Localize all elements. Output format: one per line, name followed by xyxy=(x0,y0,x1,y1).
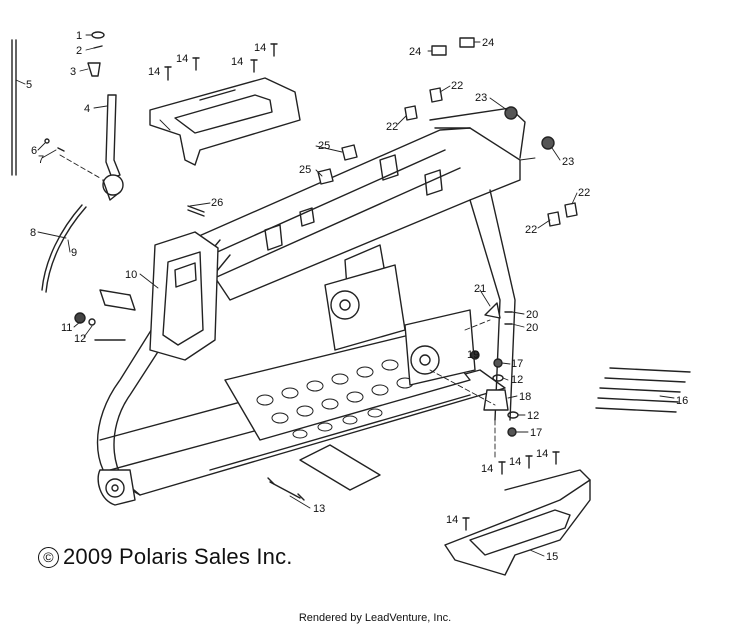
callout-2: 2 xyxy=(76,45,82,57)
footrest-right xyxy=(444,469,591,576)
callout-24-left: 24 xyxy=(409,46,421,58)
bracket-part xyxy=(102,94,124,201)
callout-11: 11 xyxy=(61,322,72,334)
callout-21: 21 xyxy=(474,283,486,295)
callout-25-lower: 25 xyxy=(299,164,311,176)
main-frame xyxy=(94,107,526,506)
copyright-notice: ©2009 Polaris Sales Inc. xyxy=(38,544,293,570)
callout-23-b: 23 xyxy=(562,156,574,168)
callout-14-e: 14 xyxy=(481,463,493,475)
callout-23-a: 23 xyxy=(475,92,487,104)
callout-12-lower: 12 xyxy=(527,410,539,422)
callout-20-upper: 20 xyxy=(526,309,538,321)
callout-26: 26 xyxy=(211,197,223,209)
callout-13: 13 xyxy=(313,503,325,515)
callout-7: 7 xyxy=(38,154,44,166)
callout-17-upper: 17 xyxy=(511,358,523,370)
callout-5: 5 xyxy=(26,79,32,91)
callout-25-upper: 25 xyxy=(318,140,330,152)
footrest-left xyxy=(149,77,301,166)
callout-16: 16 xyxy=(676,395,688,407)
callout-14-g: 14 xyxy=(536,448,548,460)
callout-22-a: 22 xyxy=(451,80,463,92)
callout-22-d: 22 xyxy=(525,224,537,236)
callout-14-c: 14 xyxy=(231,56,243,68)
callout-17-lower: 17 xyxy=(530,427,542,439)
callout-14-b: 14 xyxy=(148,66,160,78)
copyright-icon: © xyxy=(38,547,59,568)
rendered-by-footer: Rendered by LeadVenture, Inc. xyxy=(298,612,452,624)
callout-9: 9 xyxy=(71,247,77,259)
callout-22-b: 22 xyxy=(386,121,398,133)
callout-14-f: 14 xyxy=(509,456,521,468)
callout-18: 18 xyxy=(519,391,531,403)
leader-lines xyxy=(15,34,675,557)
floor-holes xyxy=(256,359,414,439)
callout-12-upper: 12 xyxy=(511,374,523,386)
callout-19: 19 xyxy=(467,349,479,361)
callout-4: 4 xyxy=(84,103,90,115)
callout-6: 6 xyxy=(31,145,37,157)
callout-8: 8 xyxy=(30,227,36,239)
copyright-text: 2009 Polaris Sales Inc. xyxy=(63,544,293,569)
callout-24-right: 24 xyxy=(482,37,494,49)
callout-10: 10 xyxy=(125,269,137,281)
callout-22-c: 22 xyxy=(578,187,590,199)
callout-14-a: 14 xyxy=(176,53,188,65)
callout-3: 3 xyxy=(70,66,76,78)
callout-20-lower: 20 xyxy=(526,322,538,334)
cable-part xyxy=(41,204,87,293)
callout-15: 15 xyxy=(546,551,558,563)
callout-labels: 1 2 3 4 5 6 7 8 9 10 11 12 12 12 13 14 1… xyxy=(26,30,688,563)
callout-14-h: 14 xyxy=(446,514,458,526)
callout-1: 1 xyxy=(76,30,82,42)
rod-part xyxy=(11,39,17,176)
callout-14-d: 14 xyxy=(254,42,266,54)
callout-12-left: 12 xyxy=(74,333,86,345)
